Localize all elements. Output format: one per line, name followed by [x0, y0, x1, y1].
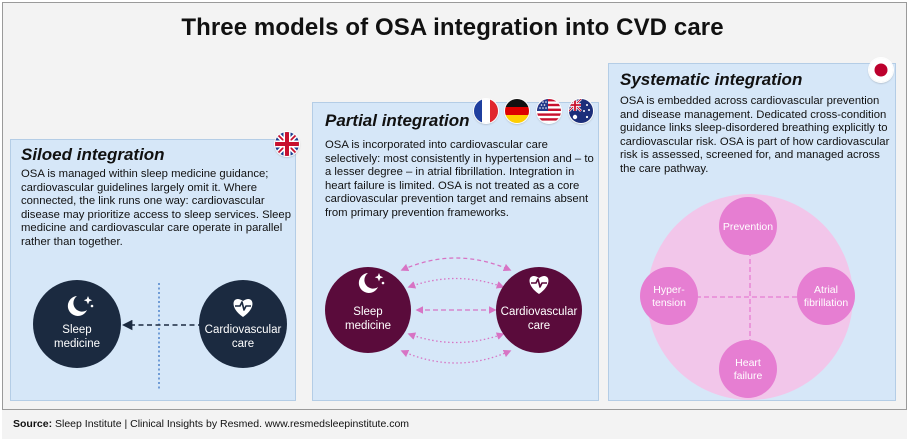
- sleep-medicine-label: Sleep: [353, 306, 382, 318]
- arrow-arc-bottom-outer: [400, 349, 512, 364]
- prevention-label: Prevention: [723, 221, 773, 233]
- japan-flag-icon: [869, 58, 893, 82]
- sleep-medicine-label-line2: medicine: [345, 320, 391, 332]
- heart-failure-node: [719, 340, 777, 398]
- systematic-title: Systematic integration: [620, 70, 803, 89]
- footer: Source: Sleep Institute | Clinical Insig…: [2, 409, 907, 439]
- sleep-medicine-node: [33, 280, 121, 368]
- cardiovascular-care-label-line2: care: [528, 320, 550, 332]
- moon-stars-icon: [67, 296, 94, 316]
- cardiovascular-care-label: Cardiovascular: [205, 324, 282, 336]
- cardiovascular-care-node: [496, 267, 582, 353]
- systematic-diagram: Prevention Hyper- tension Atrial fibrill…: [640, 194, 855, 400]
- moon-stars-icon: [358, 273, 385, 293]
- cardiovascular-care-label-line2: care: [232, 338, 254, 350]
- atrial-fibrillation-label: Atrial: [814, 284, 838, 296]
- atrial-fibrillation-label-line2: fibrillation: [804, 297, 849, 309]
- germany-flag-icon: [505, 99, 529, 123]
- atrial-fibrillation-node: [797, 267, 855, 325]
- france-flag-icon: [474, 99, 498, 123]
- hypertension-label-line2: tension: [652, 297, 686, 309]
- source-text: Sleep Institute | Clinical Insights by R…: [52, 418, 410, 430]
- heart-pulse-icon: [233, 299, 253, 317]
- cardiovascular-care-label: Cardiovascular: [501, 306, 578, 318]
- sleep-medicine-label-line2: medicine: [54, 338, 100, 350]
- partial-diagram: Sleep medicine Cardiovascular care: [325, 257, 582, 364]
- partial-description: OSA is incorporated into cardiovascular …: [325, 139, 594, 219]
- arrow-arc-top-inner: [407, 277, 505, 289]
- siloed-description: OSA is managed within sleep medicine gui…: [21, 168, 291, 248]
- cardiovascular-care-node: [199, 280, 287, 368]
- source-label: Source:: [13, 418, 53, 430]
- hypertension-node: [640, 267, 698, 325]
- partial-title: Partial integration: [325, 111, 470, 130]
- heart-failure-label: Heart: [735, 357, 761, 369]
- heart-failure-label-line2: failure: [734, 370, 763, 382]
- heart-pulse-icon: [529, 276, 549, 294]
- sleep-medicine-label: Sleep: [62, 324, 91, 336]
- usa-flag-icon: [537, 99, 561, 123]
- integration-ring: [647, 194, 853, 400]
- systematic-description: OSA is embedded across cardiovascular pr…: [620, 95, 890, 175]
- prevention-node: [719, 197, 777, 255]
- arrow-arc-bottom-inner: [407, 332, 505, 344]
- arrow-arc-top-outer: [400, 257, 512, 272]
- siloed-title: Siloed integration: [21, 145, 165, 164]
- page-title: Three models of OSA integration into CVD…: [181, 14, 724, 41]
- source-line: Source: Sleep Institute | Clinical Insig…: [13, 418, 409, 430]
- hypertension-label: Hyper-: [653, 284, 685, 296]
- sleep-medicine-node: [325, 267, 411, 353]
- siloed-diagram: Sleep medicine Cardiovascular care: [33, 280, 287, 391]
